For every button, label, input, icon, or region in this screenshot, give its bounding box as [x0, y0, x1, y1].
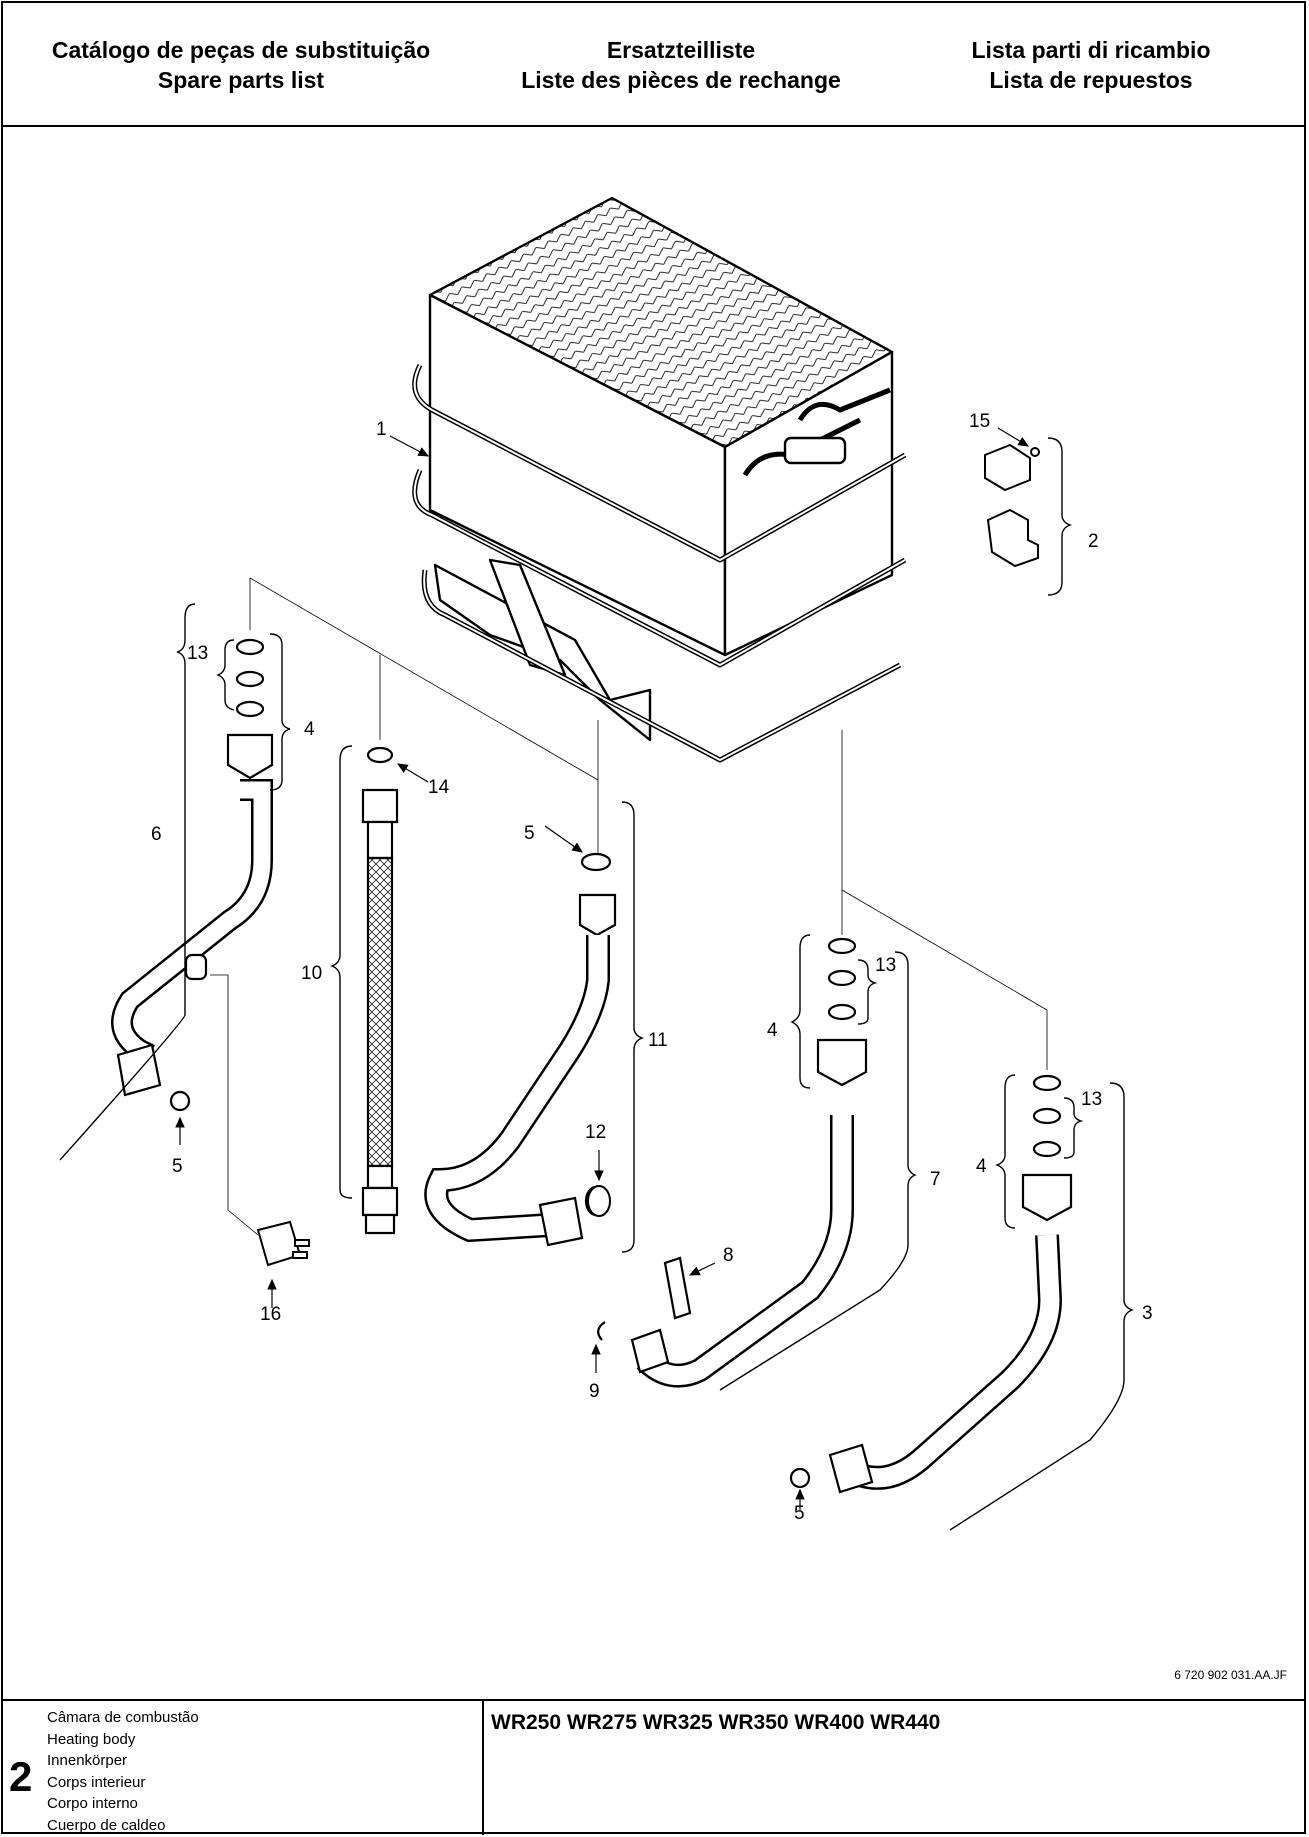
- header-title-it: Lista parti di ricambio: [971, 37, 1211, 63]
- callout-4-right: 4: [976, 1156, 987, 1177]
- header-title-en: Spare parts list: [157, 67, 325, 93]
- header-col-italian-spanish: Lista parti di ricambio Lista de repuest…: [861, 35, 1309, 95]
- callout-13-right: 13: [1081, 1089, 1102, 1110]
- callout-5-right: 5: [794, 1503, 805, 1524]
- temperature-sensor-16: [256, 1220, 310, 1267]
- callout-12: 12: [585, 1122, 606, 1143]
- footer-left-cell: 2 Câmara de combustão Heating body Innen…: [1, 1701, 484, 1835]
- callout-4-left: 4: [304, 719, 315, 740]
- sheet-number: 2: [9, 1753, 33, 1800]
- leader-arrows: [175, 427, 1030, 1510]
- callout-10: 10: [301, 963, 322, 984]
- component-name-it: Corpo interno: [47, 1795, 138, 1813]
- header-title-pt: Catálogo de peças de substituição: [51, 37, 431, 63]
- component-name-de: Innenkörper: [47, 1752, 128, 1770]
- header-col-german-french: Ersatzteilliste Liste des pièces de rech…: [451, 35, 911, 95]
- header-title-es: Lista de repuestos: [989, 67, 1193, 93]
- callout-2: 2: [1088, 531, 1099, 552]
- washer-12: [587, 1185, 611, 1217]
- header-col-portuguese-english: Catálogo de peças de substituição Spare …: [11, 35, 471, 95]
- callout-3: 3: [1142, 1303, 1153, 1324]
- drawing-document-number: 6 720 902 031.AA.JF: [1174, 1668, 1287, 1682]
- callout-7: 7: [930, 1169, 941, 1190]
- component-name-en: Heating body: [47, 1730, 136, 1748]
- header-title-fr: Liste des pièces de rechange: [521, 67, 841, 93]
- callout-9: 9: [589, 1381, 600, 1402]
- callout-5-left: 5: [172, 1156, 183, 1177]
- component-name-pt: Câmara de combustão: [47, 1709, 199, 1726]
- callout-1: 1: [376, 419, 387, 440]
- sensor-clip-assembly: [984, 443, 1040, 568]
- footer: 2 Câmara de combustão Heating body Innen…: [1, 1699, 1306, 1835]
- pipe-assembly-3: [789, 1074, 1073, 1494]
- callout-8: 8: [723, 1245, 734, 1266]
- callout-labels: 1 2 3 4 4 4 5 5 5 6 7 8 9 10 11 12 13 13…: [151, 411, 1153, 1524]
- callout-13-middle: 13: [875, 955, 896, 976]
- callout-4-middle: 4: [767, 1020, 778, 1041]
- callout-13-left: 13: [187, 643, 208, 664]
- component-name-es: Cuerpo de caldeo: [47, 1816, 166, 1834]
- drawing-canvas: 1 2 3 4 4 4 5 5 5 6 7 8 9 10 11 12 13 13…: [59, 196, 1153, 1531]
- exploded-parts-drawing: 1 2 3 4 4 4 5 5 5 6 7 8 9 10 11 12 13 13…: [0, 126, 1309, 1700]
- callout-5-middle: 5: [524, 823, 535, 844]
- heat-exchanger: [412, 196, 907, 763]
- pipe-assembly-6: [111, 638, 274, 1112]
- header-title-de: Ersatzteilliste: [606, 37, 756, 63]
- component-name-fr: Corps interieur: [47, 1773, 146, 1791]
- callout-16: 16: [260, 1304, 281, 1325]
- callout-14: 14: [428, 777, 450, 798]
- callout-15: 15: [969, 411, 990, 432]
- header: Catálogo de peças de substituição Spare …: [1, 1, 1306, 127]
- model-list: WR250 WR275 WR325 WR350 WR400 WR440: [491, 1711, 941, 1734]
- component-names: Câmara de combustão Heating body Innenkö…: [47, 1707, 199, 1837]
- pipe-assembly-7: [597, 937, 868, 1388]
- flexible-hose-10: [361, 746, 399, 1235]
- callout-11: 11: [648, 1030, 668, 1051]
- pipe-assembly-11: [424, 852, 617, 1247]
- callout-6: 6: [151, 824, 162, 845]
- alignment-lines: [210, 577, 1048, 1236]
- group-braces: [59, 437, 1134, 1531]
